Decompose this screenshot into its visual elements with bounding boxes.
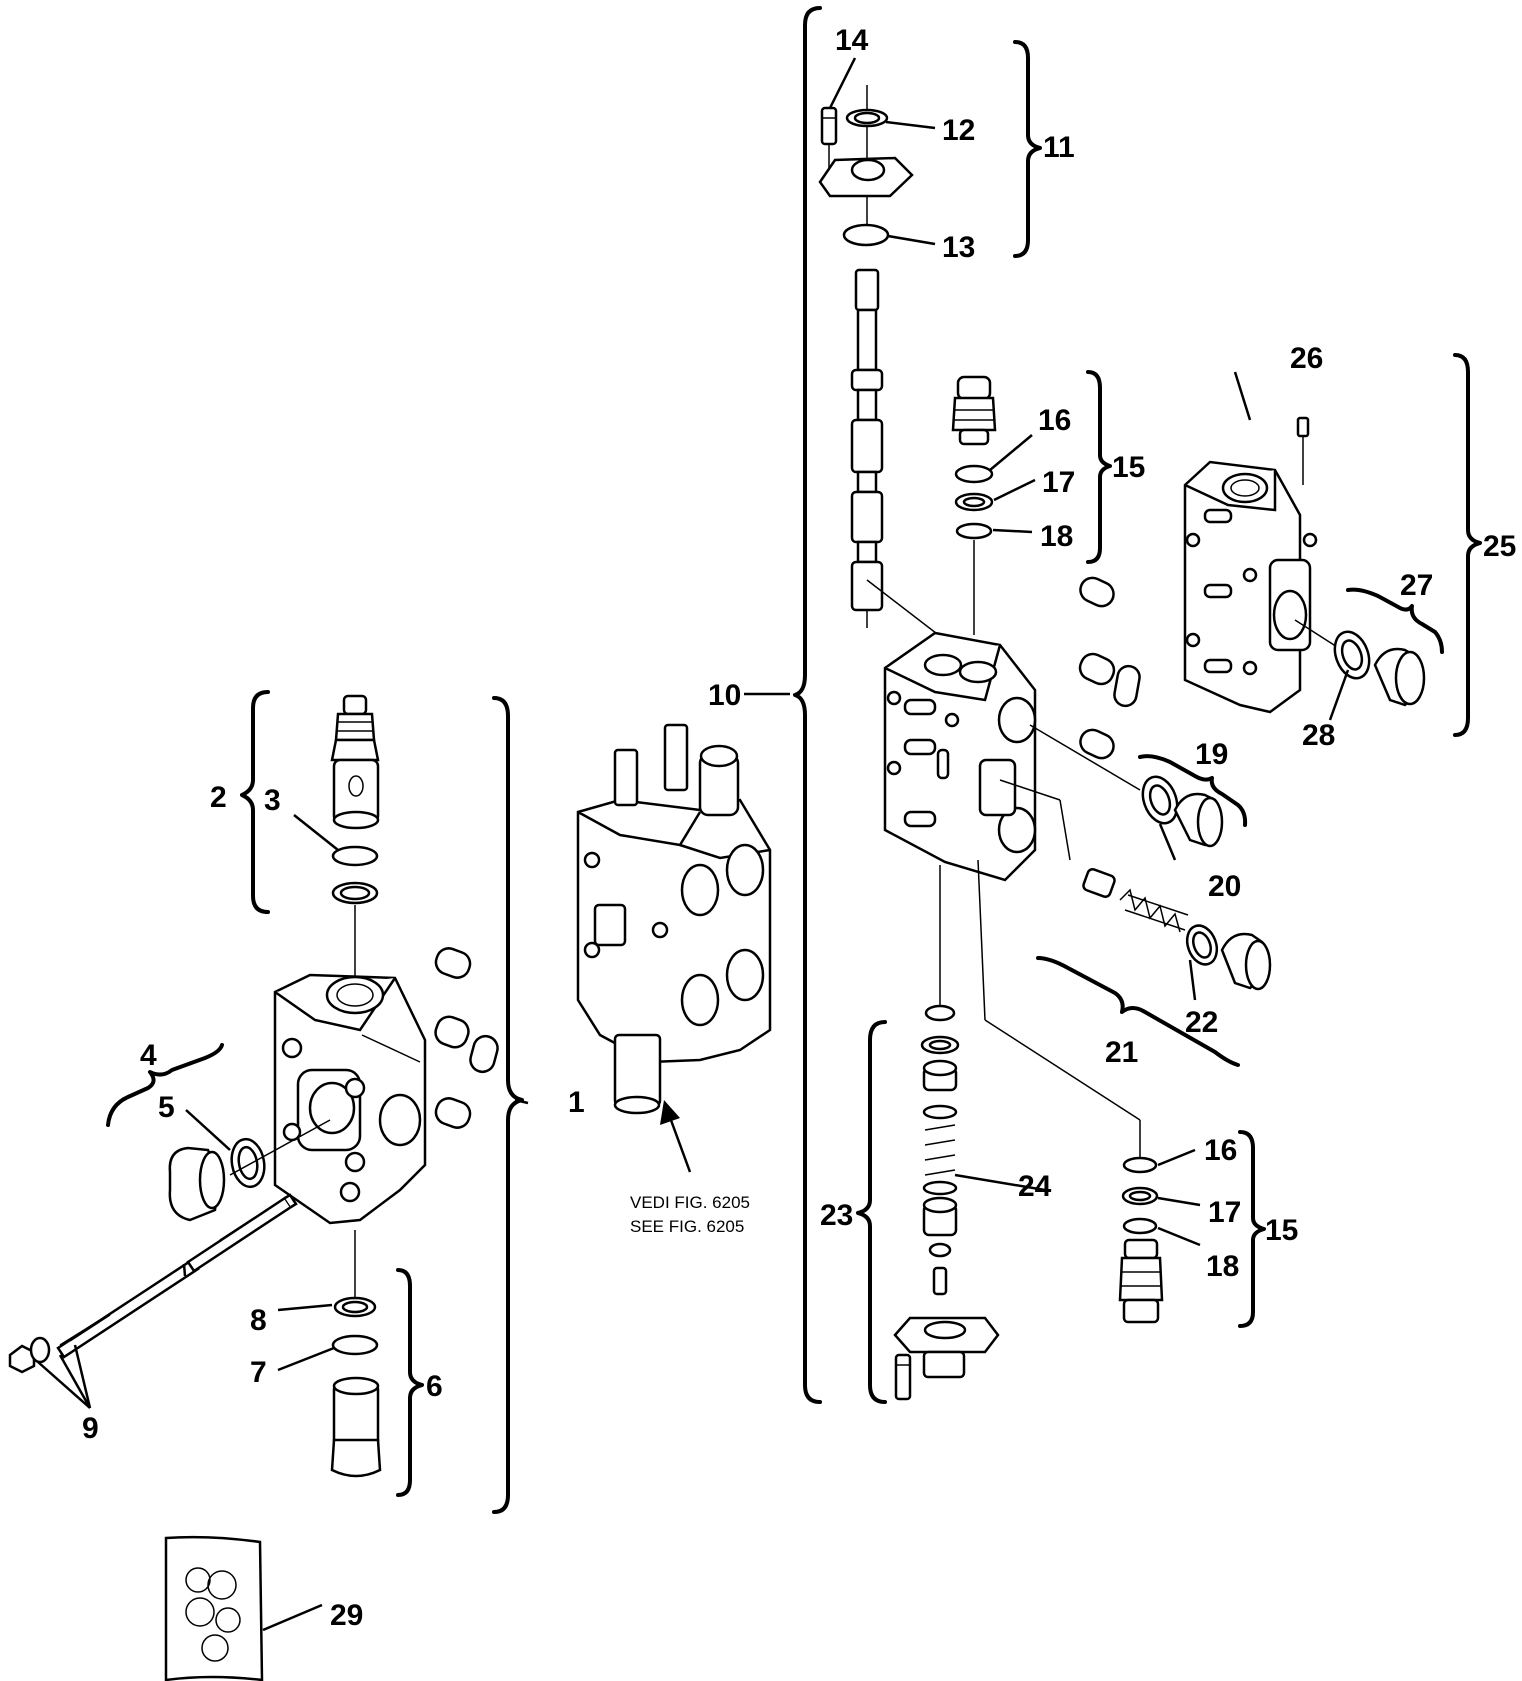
plug-28-assembly: [1294, 619, 1426, 707]
brace-10: [793, 6, 822, 1404]
label-5: 5: [158, 1091, 175, 1124]
bottom-plug-6: [330, 1230, 382, 1478]
brace-4: [106, 1043, 224, 1127]
reference-note-line-1: VEDI FIG. 6205: [630, 1193, 750, 1212]
o-ring-13: [842, 223, 890, 247]
cap-flange-11: [818, 156, 914, 198]
label-11: 11: [1043, 131, 1075, 164]
label-15-lower: 15: [1265, 1214, 1298, 1247]
relief-valve-cartridge: [330, 694, 380, 830]
right-body-seal-rings: [1078, 576, 1141, 760]
label-17-upper: 17: [1042, 466, 1075, 499]
complete-valve-assembly: [576, 723, 772, 1115]
label-25: 25: [1483, 530, 1516, 563]
seal-kit-bag-29: [164, 1535, 264, 1681]
brace-19: [1138, 754, 1248, 827]
label-29: 29: [330, 1599, 363, 1632]
label-13: 13: [942, 231, 975, 264]
plug-5-assembly: [168, 1119, 331, 1222]
right-valve-body: [883, 631, 1037, 882]
backup-ring-3: [331, 881, 379, 905]
left-body-seal-rings: [434, 947, 499, 1129]
label-28: 28: [1302, 719, 1335, 752]
brace-21: [1036, 956, 1240, 1067]
label-8: 8: [250, 1304, 267, 1337]
check-valve-21: [999, 779, 1272, 991]
callout-labels: 1 2 3 4 5 6 7 8 9 10 11 12 13 14 15 16 1…: [82, 24, 1516, 1632]
brace-27: [1346, 587, 1444, 654]
plug-20-assembly: [1029, 724, 1224, 848]
tie-rod-9: [8, 1193, 298, 1374]
brace-25: [1453, 353, 1482, 737]
relief-cartridge-15-upper: [951, 375, 997, 635]
label-10: 10: [708, 679, 741, 712]
brace-2: [240, 690, 270, 914]
label-1: 1: [568, 1086, 585, 1119]
label-2: 2: [210, 781, 227, 814]
label-18-upper: 18: [1040, 520, 1073, 553]
see-fig-arrow: [660, 1100, 692, 1173]
label-26: 26: [1290, 342, 1323, 375]
label-6: 6: [426, 1370, 443, 1403]
label-21: 21: [1105, 1036, 1138, 1069]
label-27: 27: [1400, 569, 1433, 602]
label-12: 12: [942, 114, 975, 147]
label-3: 3: [264, 784, 281, 817]
label-24: 24: [1018, 1170, 1052, 1203]
label-15-upper: 15: [1112, 451, 1145, 484]
spool: [850, 268, 884, 628]
label-18-lower: 18: [1206, 1250, 1239, 1283]
label-14: 14: [835, 24, 869, 57]
axis-spool-to-body: [866, 579, 946, 641]
label-19: 19: [1195, 738, 1228, 771]
brace-15-lower: [1238, 1130, 1266, 1328]
label-7: 7: [250, 1356, 267, 1389]
label-20: 20: [1208, 870, 1241, 903]
reference-note: VEDI FIG. 6205 SEE FIG. 6205: [630, 1193, 750, 1236]
o-ring-3: [331, 845, 379, 867]
brace-15-upper: [1086, 370, 1112, 564]
end-section-25: [1183, 416, 1318, 714]
reference-note-line-2: SEE FIG. 6205: [630, 1217, 744, 1236]
seal-12: [845, 108, 889, 128]
brace-23: [856, 1020, 887, 1404]
label-9: 9: [82, 1412, 99, 1445]
brace-group: [106, 6, 1482, 1514]
brace-1: [492, 696, 524, 1514]
leader-lines: [37, 57, 1350, 1632]
left-valve-body: [273, 973, 427, 1225]
relief-cartridge-15-lower: [977, 859, 1164, 1324]
label-4: 4: [140, 1039, 157, 1072]
brace-11: [1013, 40, 1042, 258]
label-16-upper: 16: [1038, 404, 1071, 437]
spool-end-assembly-23: [893, 865, 1000, 1401]
label-17-lower: 17: [1208, 1196, 1241, 1229]
label-22: 22: [1185, 1006, 1218, 1039]
screw-14: [820, 106, 838, 172]
label-23: 23: [820, 1199, 853, 1232]
brace-6: [396, 1268, 424, 1497]
label-16-lower: 16: [1204, 1134, 1237, 1167]
